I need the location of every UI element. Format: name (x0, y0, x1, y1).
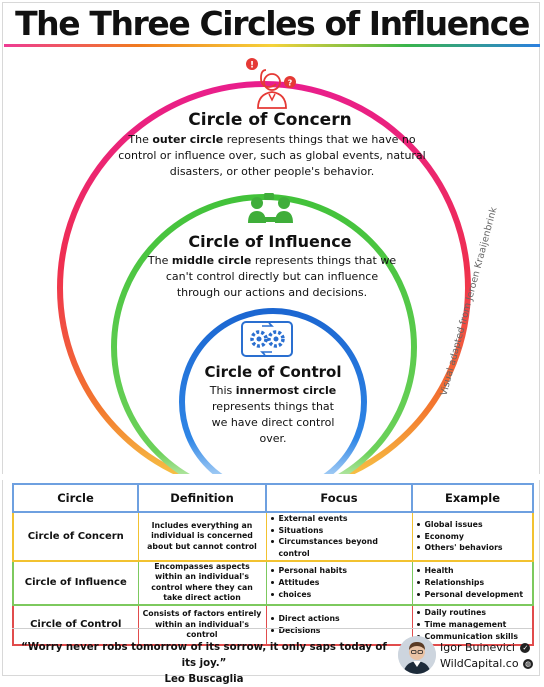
row-definition: Includes everything an individual is con… (137, 511, 267, 562)
concern-description: The outer circle represents things that … (118, 133, 426, 178)
row-focus: Personal habits Attitudes choices (265, 559, 413, 606)
influence-description: The middle circle represents things that… (147, 254, 397, 299)
circles-diagram: ! ? (57, 58, 471, 480)
list-item: Direct actions (270, 613, 412, 625)
list-item: Relationships (416, 577, 533, 589)
list-item: Personal development (416, 589, 533, 601)
header-circle: Circle (12, 483, 139, 513)
footer-divider (12, 628, 532, 629)
row-focus: External events Situations Circumstances… (265, 511, 413, 562)
row-circle-name: Circle of Influence (12, 559, 139, 606)
list-item: Daily routines (416, 607, 533, 619)
comparison-table: Circle Definition Focus Example Circle o… (12, 483, 534, 646)
header-example: Example (411, 483, 534, 513)
header-definition: Definition (137, 483, 267, 513)
list-item: Situations (270, 525, 412, 537)
table-row: Circle of Control Consists of factors en… (12, 603, 534, 646)
page-frame (2, 2, 540, 676)
gears-cycle-icon (241, 321, 293, 357)
list-item: Decisions (270, 625, 412, 637)
worried-person-icon: ! ? (246, 58, 296, 109)
table-row: Circle of Influence Encompasses aspects … (12, 559, 534, 606)
influence-title: Circle of Influence (188, 232, 352, 251)
quote-text: “Worry never robs tomorrow of its sorrow… (21, 642, 387, 669)
svg-text:?: ? (288, 79, 293, 88)
list-item: Health (416, 565, 533, 577)
quote-author: Leo Buscaglia (164, 673, 244, 685)
circle-of-control-ring (179, 308, 367, 480)
row-example: Global issues Economy Others' behaviors (411, 511, 534, 562)
verified-check-icon: ✓ (520, 643, 531, 653)
title-underline (4, 44, 540, 47)
avatar (398, 636, 436, 674)
list-item: choices (270, 589, 412, 601)
quote-block: “Worry never robs tomorrow of its sorrow… (14, 640, 394, 687)
concern-title: Circle of Concern (188, 110, 352, 130)
list-item: Circumstances beyond control (270, 536, 412, 559)
table-header-row: Circle Definition Focus Example (12, 483, 534, 513)
list-item: Others' behaviors (416, 542, 533, 554)
control-description: This innermost circle represents things … (209, 384, 337, 445)
row-example: Daily routines Time management Communica… (411, 603, 534, 646)
control-title: Circle of Control (204, 363, 342, 381)
signature-name: Igor Buinevici ✓ (440, 641, 531, 654)
svg-text:!: ! (250, 61, 254, 71)
page-title: The Three Circles of Influence (15, 4, 530, 43)
row-definition: Consists of factors entirely within an i… (137, 603, 267, 646)
list-item: Time management (416, 619, 533, 631)
signature-site: WildCapital.co ◍ (440, 657, 534, 670)
globe-icon: ◍ (523, 659, 534, 669)
header-focus: Focus (265, 483, 413, 513)
two-people-talking-icon (248, 193, 293, 223)
list-item: Attitudes (270, 577, 412, 589)
table-row: Circle of Concern Includes everything an… (12, 511, 534, 562)
list-item: Personal habits (270, 565, 412, 577)
row-circle-name: Circle of Concern (12, 511, 139, 562)
list-item: Global issues (416, 519, 533, 531)
row-circle-name: Circle of Control (12, 603, 139, 646)
row-focus: Direct actions Decisions (265, 603, 413, 646)
row-example: Health Relationships Personal developmen… (411, 559, 534, 606)
list-item: Economy (416, 531, 533, 543)
list-item: External events (270, 513, 412, 525)
row-definition: Encompasses aspects within an individual… (137, 559, 267, 606)
